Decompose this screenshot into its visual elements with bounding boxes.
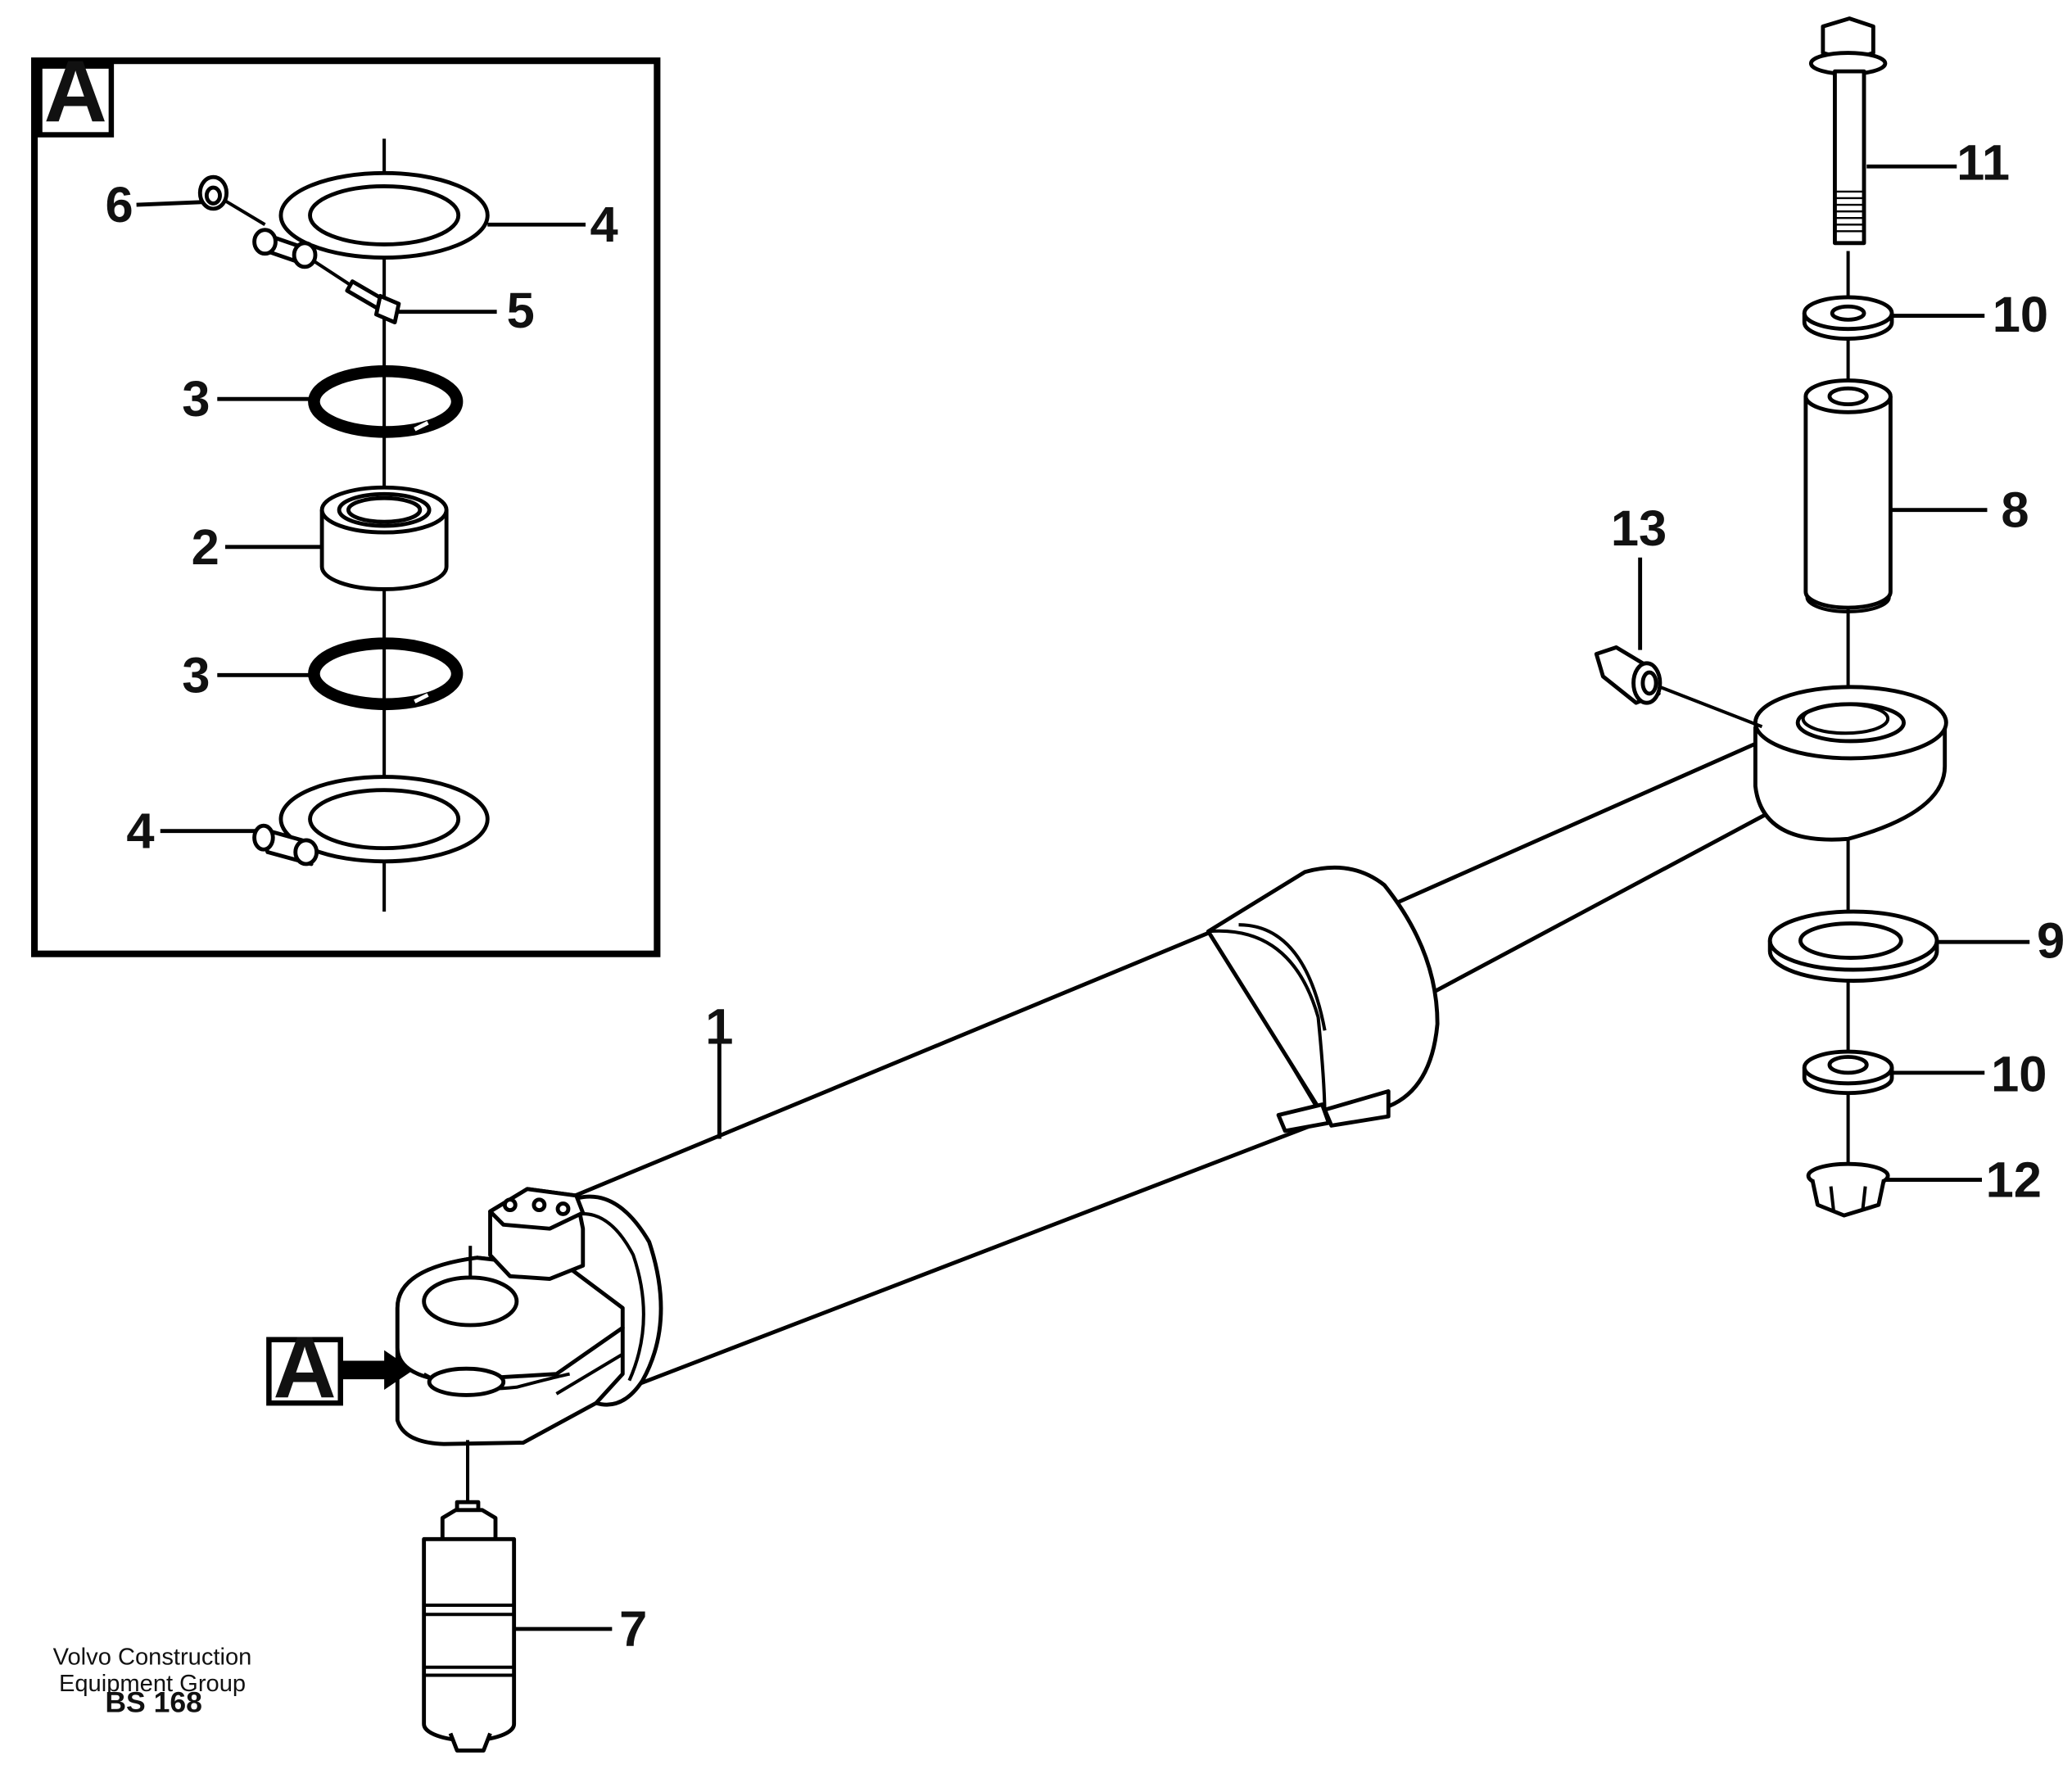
washer-small <box>197 174 229 211</box>
callout-4-lower: 4 <box>126 803 154 860</box>
reference-letter: A <box>274 1319 337 1417</box>
diagram-code: BS 168 <box>105 1686 202 1719</box>
bearing <box>319 485 449 591</box>
callout-7: 7 <box>619 1601 647 1658</box>
inset-letter: A <box>44 43 107 141</box>
callout-4-upper: 4 <box>590 197 618 253</box>
callout-10-lower: 10 <box>1991 1047 2047 1103</box>
publisher-line-2: Equipment Group <box>59 1671 246 1697</box>
detail-inset: A <box>31 43 661 957</box>
callout-6: 6 <box>105 177 133 233</box>
hydraulic-cylinder: 1 13 7 <box>395 500 1948 1753</box>
callout-13: 13 <box>1611 500 1667 557</box>
fitting-tube-upper <box>252 228 318 269</box>
publisher-footer: Volvo Construction Equipment Group BS 16… <box>53 1645 252 1719</box>
o-ring-upper <box>308 365 464 438</box>
callout-9: 9 <box>2037 913 2065 970</box>
publisher-line-1: Volvo Construction <box>53 1645 252 1671</box>
flange-nut <box>1806 1161 1890 1218</box>
spacer-ring <box>1767 909 1939 983</box>
callout-11: 11 <box>1957 134 2010 191</box>
callout-12: 12 <box>1986 1152 2042 1209</box>
rod-eye <box>1753 685 1948 842</box>
callout-5: 5 <box>507 283 535 339</box>
clevis <box>395 1255 625 1446</box>
seal-ring-lower <box>252 775 490 866</box>
callout-8: 8 <box>2001 482 2029 539</box>
bolt <box>1808 16 1888 246</box>
washer-lower <box>1802 1049 1894 1096</box>
callout-1: 1 <box>705 998 733 1055</box>
o-ring-lower <box>308 637 464 711</box>
seal-ring-upper <box>278 170 490 260</box>
reference-box-a: A <box>266 1319 414 1417</box>
grease-nipple <box>1594 645 1663 705</box>
callout-2: 2 <box>192 519 219 576</box>
hex-port-fitting <box>488 1187 586 1281</box>
sleeve <box>1803 378 1893 613</box>
callout-3-upper: 3 <box>182 371 210 428</box>
washer-upper <box>1802 295 1894 341</box>
cylinder-gland <box>1206 865 1440 1133</box>
right-fastener-stack: 11 10 8 9 10 12 <box>1767 16 2065 1218</box>
screw <box>345 279 401 325</box>
callout-10-upper: 10 <box>1993 287 2048 343</box>
callout-3-lower: 3 <box>182 647 210 704</box>
pin-lower <box>422 1440 517 1753</box>
